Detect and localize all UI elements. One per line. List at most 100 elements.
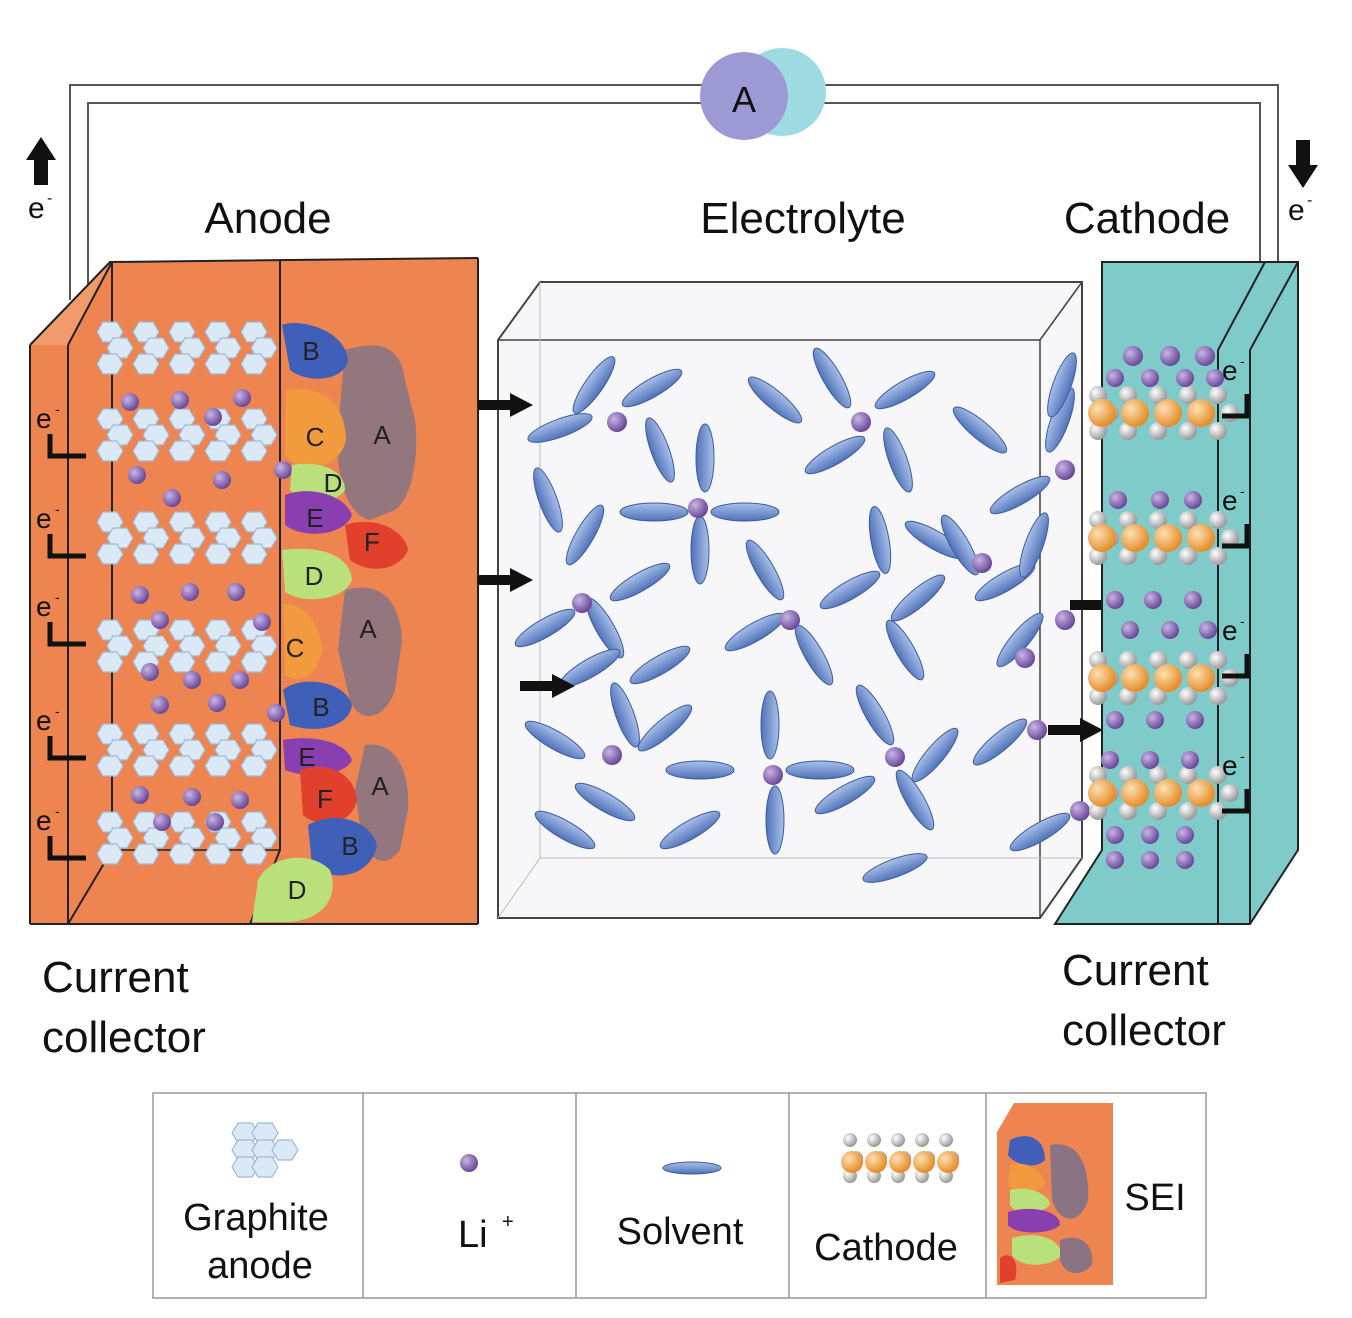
li-ion (1101, 751, 1119, 769)
li-ion (1141, 751, 1159, 769)
li-ion (1141, 851, 1159, 869)
ammeter-label: A (732, 79, 756, 120)
electron-sup: - (55, 803, 60, 819)
solvent-molecule (760, 690, 780, 760)
solvent-molecule (996, 612, 1044, 668)
electron-sup: - (1240, 353, 1245, 369)
cathode-oxygen (1209, 386, 1227, 404)
graphite-hexagon (204, 353, 232, 375)
svg-text:F: F (317, 784, 333, 814)
anode-electron-markers: e-e-e-e-e- (36, 401, 86, 861)
solvent-molecule (972, 718, 1028, 766)
graphite-hexagon (168, 543, 196, 565)
graphite-hexagon (96, 543, 124, 565)
cathode-oxygen (939, 1133, 953, 1147)
legend-cathode-icon (841, 1133, 959, 1183)
electron-label: e (1222, 485, 1238, 516)
legend-solvent-label: Solvent (617, 1211, 744, 1253)
li-ion (227, 583, 245, 601)
cathode-metal (913, 1151, 935, 1173)
electron-sup: - (1240, 748, 1245, 764)
graphite-hexagon (168, 843, 196, 865)
li-ion (1121, 621, 1139, 639)
li-ion (1141, 826, 1159, 844)
li-ion (274, 461, 292, 479)
solvent-molecule (533, 467, 563, 533)
electron-arrow (47, 622, 86, 647)
graphite-hexagon (132, 755, 160, 777)
solvent-molecule (690, 515, 710, 585)
cathode-oxygen (1179, 802, 1197, 820)
cathode-oxygen (1179, 386, 1197, 404)
cathode-oxygen (1149, 511, 1167, 529)
electron-arrow (1222, 789, 1250, 814)
svg-text:collector: collector (42, 1013, 206, 1062)
svg-text:Current: Current (42, 953, 189, 1002)
solvent-molecules (514, 347, 1077, 883)
li-ion (183, 788, 201, 806)
cathode-oxygen (1179, 766, 1197, 784)
cathode-oxygen (1209, 422, 1227, 440)
svg-text:anode: anode (207, 1245, 313, 1287)
solvent-molecule (862, 853, 928, 883)
graphite-hexagon (204, 543, 232, 565)
li-ion (121, 393, 139, 411)
cathode-oxygen (1221, 529, 1239, 547)
li-ion (1070, 801, 1090, 821)
electrolyte-label: Electrolyte (700, 194, 905, 243)
cathode-oxygen (1149, 386, 1167, 404)
li-ion (1161, 621, 1179, 639)
li-ion (1123, 346, 1143, 366)
electron-arrow (47, 434, 86, 459)
li-ion (851, 412, 871, 432)
li-ion (233, 389, 251, 407)
electrolyte-li-ions (572, 412, 1090, 821)
li-ion (213, 471, 231, 489)
svg-text:A: A (371, 771, 389, 801)
electron-sup: - (1240, 483, 1245, 499)
solvent-molecule (804, 435, 866, 475)
legend-sei-label: SEI (1124, 1177, 1185, 1219)
li-ion (1186, 711, 1204, 729)
svg-text:A: A (359, 614, 377, 644)
li-ion (1176, 369, 1194, 387)
electron-sup: - (55, 401, 60, 417)
li-ion (151, 611, 169, 629)
electron-sup: - (55, 703, 60, 719)
li-ion (131, 586, 149, 604)
cathode-metal (1121, 524, 1149, 552)
cathode-metal (1088, 664, 1116, 692)
solvent-molecule (940, 514, 980, 576)
electron-sup: - (1240, 613, 1245, 629)
cathode-oxygen (1179, 511, 1197, 529)
cathode-oxygen (1149, 802, 1167, 820)
svg-text:C: C (286, 633, 305, 663)
current-collector-label-right: Current collector (1062, 946, 1226, 1055)
electron-flow-up-left: e - (26, 137, 56, 225)
cathode-metal (1088, 399, 1116, 427)
electron-flow-down-right: e - (1288, 140, 1318, 227)
solvent-molecule (695, 423, 715, 493)
li-ion (206, 813, 224, 831)
li-ion (1195, 346, 1215, 366)
cathode-oxygen (1179, 687, 1197, 705)
graphite-hexagon (204, 440, 232, 462)
li-ion (231, 791, 249, 809)
cathode-metal (937, 1151, 959, 1173)
li-ion (181, 583, 199, 601)
svg-text:-: - (1307, 192, 1312, 209)
svg-text:D: D (305, 561, 324, 591)
svg-text:D: D (288, 875, 307, 905)
li-ion (1184, 591, 1202, 609)
solvent-molecule (785, 760, 855, 780)
cathode-oxygen (1149, 687, 1167, 705)
cathode-metal (1154, 779, 1182, 807)
legend-li-icon (460, 1154, 478, 1172)
solvent-molecule (747, 376, 803, 424)
solvent-molecule (1019, 512, 1049, 578)
li-ion (153, 813, 171, 831)
graphite-hexagon (96, 843, 124, 865)
graphite-hexagon (240, 843, 268, 865)
electron-arrow (1222, 394, 1250, 419)
graphite-hexagon (168, 755, 196, 777)
